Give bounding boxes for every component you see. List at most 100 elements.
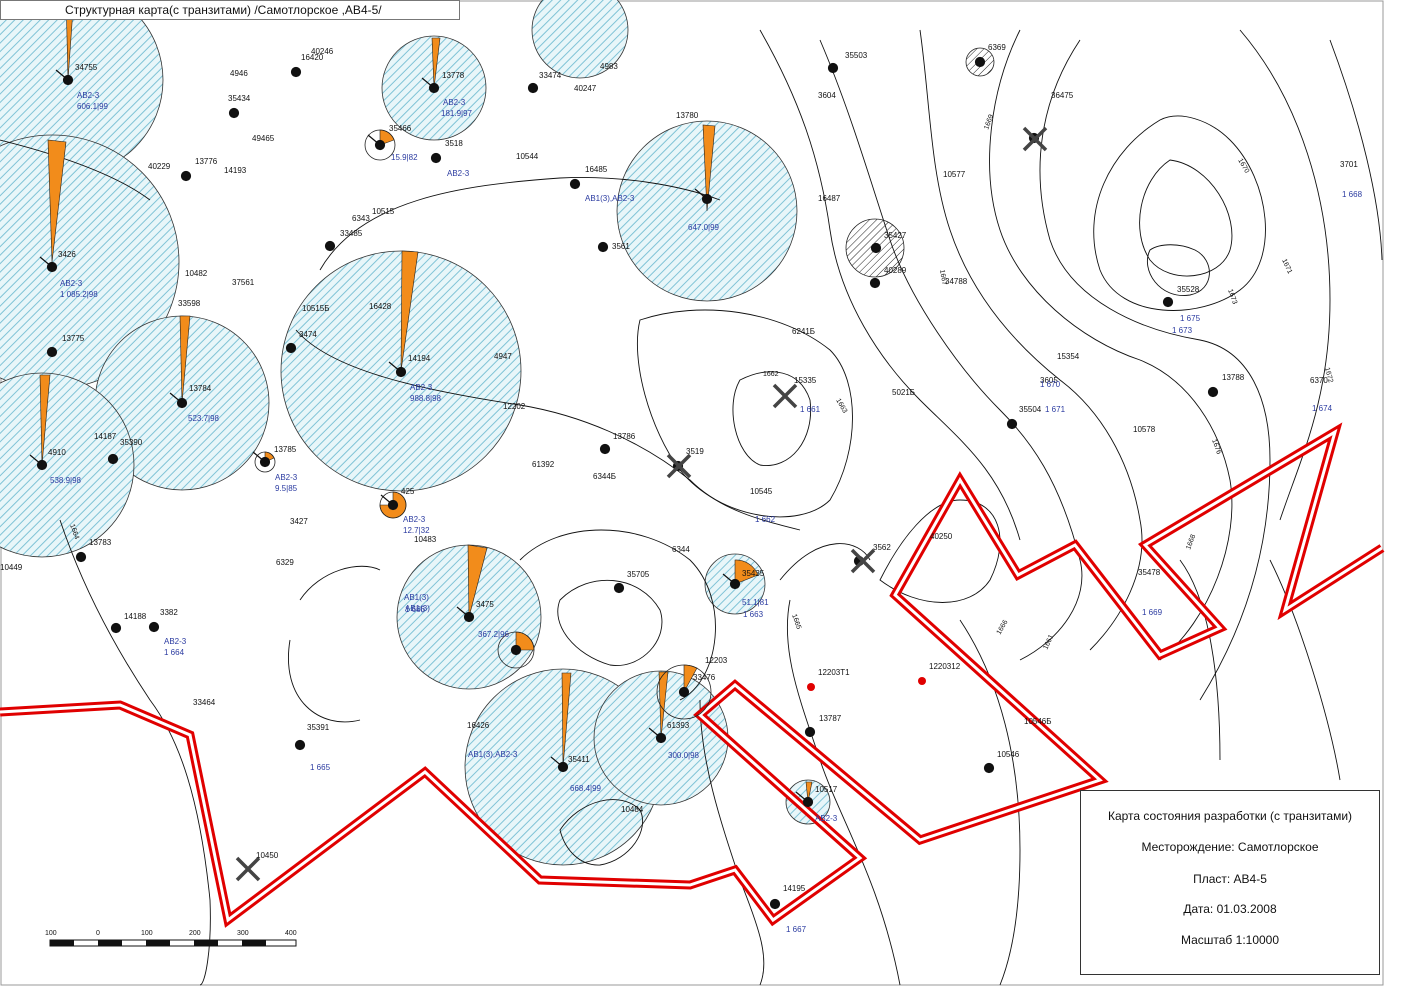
svg-text:35434: 35434: [228, 94, 251, 103]
svg-text:3474: 3474: [299, 330, 317, 339]
well-marker: [180, 170, 192, 182]
svg-text:1 662: 1 662: [755, 515, 776, 524]
drainage-areas: [0, 0, 995, 866]
legend-date: Дата: 01.03.2008: [1183, 902, 1277, 916]
svg-text:13785: 13785: [274, 445, 297, 454]
svg-text:3562: 3562: [873, 543, 891, 552]
well-marker: [983, 762, 995, 774]
license-boundary: [0, 422, 1385, 928]
svg-text:300.0|98: 300.0|98: [668, 751, 700, 760]
svg-text:6344Б: 6344Б: [593, 472, 616, 481]
svg-text:1 661: 1 661: [800, 405, 821, 414]
svg-text:4983: 4983: [600, 62, 618, 71]
svg-text:АВ2-3: АВ2-3: [403, 515, 426, 524]
svg-text:1 667: 1 667: [786, 925, 807, 934]
svg-text:3426: 3426: [58, 250, 76, 259]
svg-text:36475: 36475: [1051, 91, 1074, 100]
well-tail: [722, 573, 736, 585]
well-marker: [1162, 296, 1174, 308]
svg-text:400: 400: [285, 930, 297, 937]
svg-text:3519: 3519: [686, 447, 704, 456]
well-symbols: [29, 56, 1219, 910]
svg-text:13776: 13776: [195, 157, 218, 166]
svg-text:16487: 16487: [818, 194, 841, 203]
svg-text:14194: 14194: [408, 354, 431, 363]
svg-text:12203Т1: 12203Т1: [818, 668, 850, 677]
svg-text:40289: 40289: [884, 266, 907, 275]
svg-text:35528: 35528: [1177, 285, 1200, 294]
svg-text:35478: 35478: [1138, 568, 1161, 577]
project-well-12203T1: [807, 683, 815, 691]
svg-text:15354: 15354: [1057, 352, 1080, 361]
svg-text:10515: 10515: [372, 207, 395, 216]
svg-text:0: 0: [96, 930, 100, 937]
svg-text:АВ2-3: АВ2-3: [447, 169, 470, 178]
well-marker: [510, 644, 522, 656]
svg-text:АВ2-3: АВ2-3: [815, 814, 838, 823]
svg-text:34788: 34788: [945, 277, 968, 286]
svg-text:6241Б: 6241Б: [792, 327, 815, 336]
svg-text:1668: 1668: [1185, 534, 1197, 551]
svg-text:1 666: 1 666: [405, 605, 426, 614]
well-marker: [148, 621, 160, 633]
svg-text:34755: 34755: [75, 63, 98, 72]
svg-text:6344: 6344: [672, 545, 690, 554]
svg-text:4910: 4910: [48, 448, 66, 457]
well-marker: [290, 66, 302, 78]
svg-text:14188: 14188: [124, 612, 147, 621]
well-marker: [597, 241, 609, 253]
well-marker: [1006, 418, 1018, 430]
svg-text:367.2|96: 367.2|96: [478, 630, 510, 639]
svg-text:10546Б: 10546Б: [1024, 717, 1052, 726]
svg-text:988.8|98: 988.8|98: [410, 394, 442, 403]
svg-text:100: 100: [141, 930, 153, 937]
svg-text:10483: 10483: [414, 535, 437, 544]
well-marker: [870, 242, 882, 254]
svg-text:АВ2-3: АВ2-3: [275, 473, 298, 482]
legend-layer: Пласт: АВ4-5: [1193, 872, 1267, 886]
svg-text:АВ2-3: АВ2-3: [77, 91, 100, 100]
well-marker: [974, 56, 986, 68]
well-marker: [110, 622, 122, 634]
svg-text:9.5|85: 9.5|85: [275, 484, 298, 493]
svg-text:1 664: 1 664: [164, 648, 185, 657]
svg-text:1 673: 1 673: [1172, 326, 1193, 335]
well-tail: [456, 606, 470, 618]
svg-text:647.0|99: 647.0|99: [688, 223, 720, 232]
svg-text:13780: 13780: [676, 111, 699, 120]
scale-bar: 100 0 100 200 300 400: [45, 930, 297, 947]
svg-text:33474: 33474: [539, 71, 562, 80]
svg-text:35503: 35503: [845, 51, 868, 60]
svg-text:12.7|32: 12.7|32: [403, 526, 430, 535]
svg-text:61392: 61392: [532, 460, 555, 469]
well-marker: [569, 178, 581, 190]
svg-text:3475: 3475: [476, 600, 494, 609]
well-tail: [55, 69, 69, 81]
svg-text:1676: 1676: [1210, 438, 1222, 455]
svg-text:6343: 6343: [352, 214, 370, 223]
svg-text:16426: 16426: [467, 721, 490, 730]
svg-text:АВ1(3): АВ1(3): [404, 593, 429, 602]
svg-text:3518: 3518: [445, 139, 463, 148]
svg-text:10577: 10577: [943, 170, 966, 179]
well-tail: [252, 451, 266, 463]
svg-text:606.1|99: 606.1|99: [77, 102, 109, 111]
well-marker: [46, 346, 58, 358]
svg-text:6369: 6369: [988, 43, 1006, 52]
svg-text:АВ2-3: АВ2-3: [410, 383, 433, 392]
svg-text:16428: 16428: [369, 302, 392, 311]
svg-text:10482: 10482: [185, 269, 208, 278]
svg-text:1667: 1667: [938, 269, 948, 286]
svg-text:10515Б: 10515Б: [302, 304, 330, 313]
well-tail: [421, 77, 435, 89]
well-marker: [869, 277, 881, 289]
svg-text:10546: 10546: [997, 750, 1020, 759]
well-tail: [550, 756, 564, 768]
legend-heading: Карта состояния разработки (с транзитами…: [1107, 809, 1353, 823]
well-marker: [294, 739, 306, 751]
svg-text:37561: 37561: [232, 278, 255, 287]
well-layer-labels: АВ2-3 606.1|99 АВ2-3 181.9|97 АВ1(3),АВ2…: [50, 91, 1363, 934]
svg-text:13775: 13775: [62, 334, 85, 343]
svg-text:35435: 35435: [742, 569, 765, 578]
svg-text:538.9|98: 538.9|98: [50, 476, 82, 485]
